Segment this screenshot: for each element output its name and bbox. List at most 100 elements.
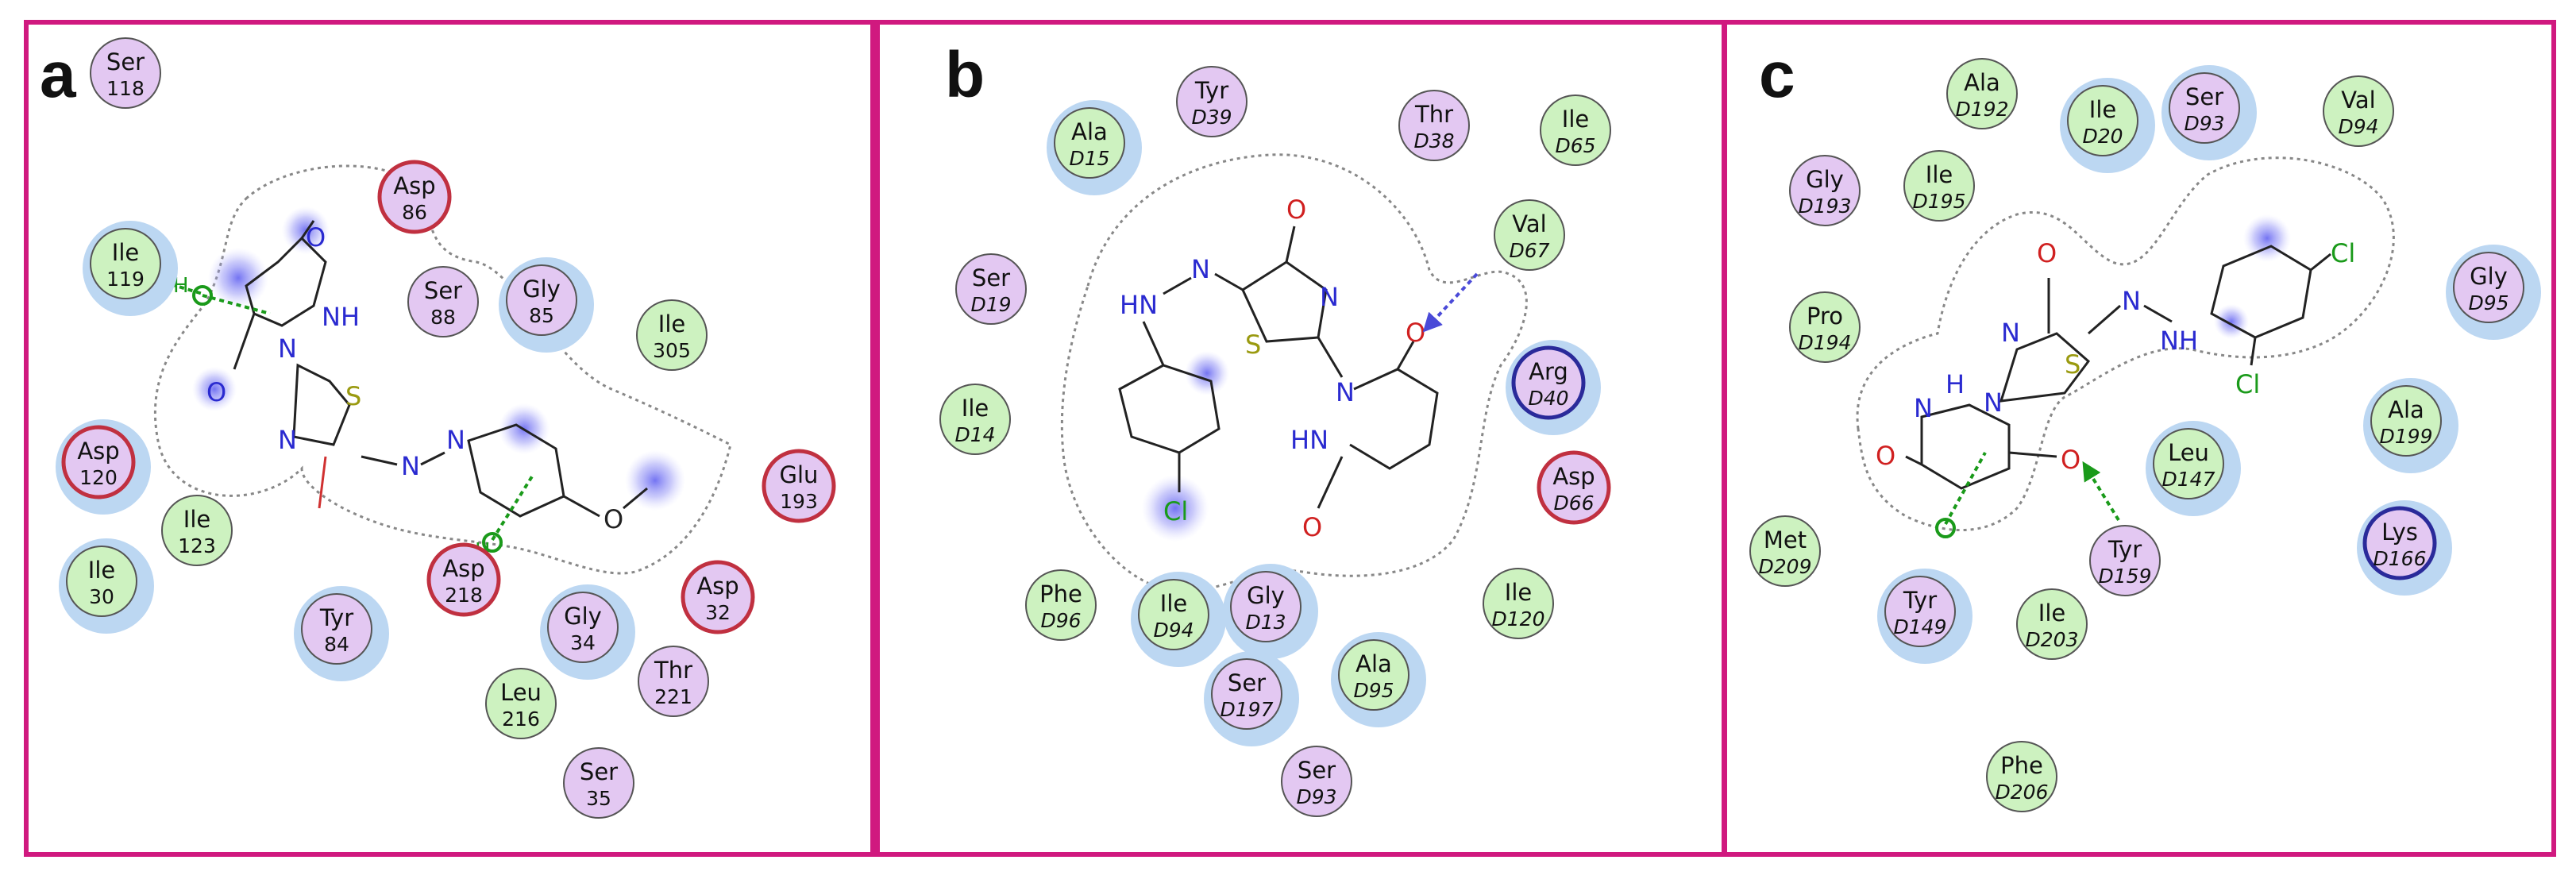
residue-bubble xyxy=(2453,252,2524,323)
residue-number: D19 xyxy=(970,293,1011,316)
panel-c-atom-nitrogen: N xyxy=(2122,286,2141,316)
residue-bubble xyxy=(1176,66,1248,137)
panel-c-atom-oxygen: O xyxy=(2061,445,2080,475)
panel-b-bond xyxy=(1396,341,1415,370)
panel-b-bond xyxy=(1142,321,1165,366)
residue-number: D14 xyxy=(954,423,995,446)
residue-name: Thr xyxy=(1414,101,1453,128)
panel-c-ligand: H N N O O N S O N NH Cl Cl xyxy=(1856,156,2395,538)
residue-bubble xyxy=(301,593,372,665)
panel-b-phenyl xyxy=(1118,364,1221,454)
residue-bubble xyxy=(426,542,501,617)
residue-name: Gly xyxy=(523,276,561,303)
panel-b-ligand: Cl HN N O N S N O HN O xyxy=(1060,153,1528,593)
panel-c-atom-sulfur: S xyxy=(2065,349,2080,380)
panel-a-atom-nitrogen: N xyxy=(446,425,465,455)
panel-b-atom-oxygen: O xyxy=(1302,512,1322,542)
residue-bubble xyxy=(1884,576,1956,647)
residue-bubble xyxy=(2089,525,2161,596)
panel-c-hbond-arrow xyxy=(2082,461,2120,522)
panel-b-atom-chlorine: Cl xyxy=(1163,496,1188,526)
panel-b-bond xyxy=(1163,276,1192,295)
panel-a-atom-nitrogen: N xyxy=(278,425,297,455)
residue-number: D149 xyxy=(1894,615,1947,638)
residue-number: D67 xyxy=(1509,239,1549,262)
panel-c-atom-chlorine: Cl xyxy=(2235,369,2260,399)
panel-a-atom-nh: NH xyxy=(322,302,360,332)
panel-b-atom-hn: HN xyxy=(1120,290,1158,320)
residue-number: 86 xyxy=(402,201,427,224)
residue-bubble xyxy=(2362,506,2437,580)
residue-name: Met xyxy=(1764,526,1807,553)
residue-bubble xyxy=(1511,345,1586,420)
panel-c-label: c xyxy=(1759,39,1795,111)
residue-number: D197 xyxy=(1221,698,1274,721)
panel-c-bond xyxy=(2310,253,2331,272)
residue-bubble xyxy=(1903,150,1975,222)
residue-bubble xyxy=(1986,741,2057,812)
residue-name: Gly xyxy=(1247,582,1285,609)
residue-bubble xyxy=(1749,515,1821,587)
residue-number: 85 xyxy=(529,304,554,327)
residue-name: Ile xyxy=(1926,161,1953,188)
residue-bubble xyxy=(506,264,577,336)
residue-name: Tyr xyxy=(2107,536,2142,563)
panel-c-atom-chlorine: Cl xyxy=(2331,238,2355,268)
panel-b-atom-nitrogen: N xyxy=(1191,254,1210,284)
residue-number: D94 xyxy=(1153,619,1194,642)
residue-number: D166 xyxy=(2374,547,2427,570)
panel-b-atom-oxygen: O xyxy=(1406,318,1425,348)
panel-a-bond xyxy=(245,236,327,327)
residue-name: Ile xyxy=(2038,600,2065,627)
panel-a-atom-oxygen: O xyxy=(604,504,623,534)
residue-name: Ala xyxy=(1071,118,1108,145)
residue-name: Ala xyxy=(2388,396,2424,423)
panel-b-bond xyxy=(1317,456,1344,509)
panel-b-exposure-glow xyxy=(1185,351,1229,395)
residue-bubble xyxy=(547,592,619,663)
residue-name: Ile xyxy=(2089,96,2116,123)
residue-number: D193 xyxy=(1799,195,1852,218)
residue-bubble xyxy=(2153,428,2224,499)
residue-name: Phe xyxy=(2000,752,2043,779)
panel-c-bond xyxy=(2143,304,2173,323)
panel-c-bond xyxy=(2250,337,2257,366)
panel-a-atom-sulfur: S xyxy=(345,381,361,411)
residue-bubble xyxy=(61,425,136,499)
residue-name: Asp xyxy=(442,555,484,582)
residue-bubble xyxy=(90,228,161,299)
residue-name: Ser xyxy=(2185,83,2223,110)
panel-c-atom-nitrogen: N xyxy=(1984,388,2003,418)
residue-name: Asp xyxy=(696,573,738,600)
residue-bubble xyxy=(1398,90,1470,161)
residue-number: D94 xyxy=(2338,115,2378,138)
residue-bubble xyxy=(485,668,557,739)
panel-c-bond xyxy=(1905,455,1922,466)
panel-b-atom-nitrogen: N xyxy=(1320,282,1339,312)
residue-bubble xyxy=(762,449,836,523)
residue-number: 30 xyxy=(89,585,114,608)
residue-bubble xyxy=(2067,85,2138,156)
residue-bubble xyxy=(1230,571,1301,642)
panel-b-bond xyxy=(1317,337,1344,378)
panel-a-pocket-outline xyxy=(154,164,732,575)
residue-bubble xyxy=(66,546,137,617)
